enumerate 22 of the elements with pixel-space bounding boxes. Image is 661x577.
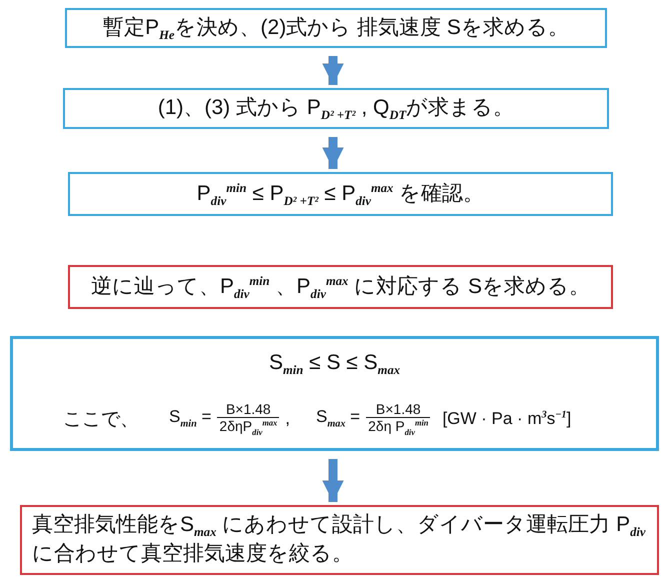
arrow	[322, 56, 344, 85]
process-box	[63, 88, 609, 129]
unit-text: [GW · Pa · m$^{3}$s$^{−1}$]	[442, 408, 572, 429]
formula-text: ,	[285, 408, 290, 429]
formula-text: S$_{max}$ =	[316, 407, 360, 430]
box-text: P$_{div}$$^{min}$ ≤ P$_{D² +T²}$ ≤ P$_{div}$$^{max}$ を確認。	[196, 180, 484, 210]
box-text: 逆に辿って、P$_{div}$$^{min}$ 、P$_{div}$$^{max}$ に対応する Sを求める。	[90, 272, 590, 302]
box-text: 暫定P$_{He}$を決め、(2)式から 排気速度 Sを求める。	[103, 14, 569, 44]
formula-text: S$_{min}$ =	[169, 407, 212, 430]
numerator-text: B×1.48	[224, 400, 272, 417]
arrow	[322, 137, 344, 169]
box-text: (1)、(3) 式から P$_{D² +T²}$ , Q$_{DT}$が求まる。	[158, 95, 514, 124]
numerator-text: B×1.48	[374, 400, 422, 417]
process-box	[68, 265, 613, 309]
box-text: 真空排気性能をS$_{max}$ にあわせて設計し、ダイバータ運転圧力 P$_{div}$ に合わせて真空排気速度を絞る。	[32, 512, 646, 568]
arrow	[322, 459, 344, 502]
note-text: ここで、	[63, 408, 139, 432]
process-box	[65, 8, 607, 48]
process-box	[68, 172, 613, 216]
process-box	[20, 505, 659, 575]
process-box	[10, 336, 659, 451]
formula-text: S$_{min}$ ≤ S ≤ S$_{max}$	[268, 350, 400, 378]
